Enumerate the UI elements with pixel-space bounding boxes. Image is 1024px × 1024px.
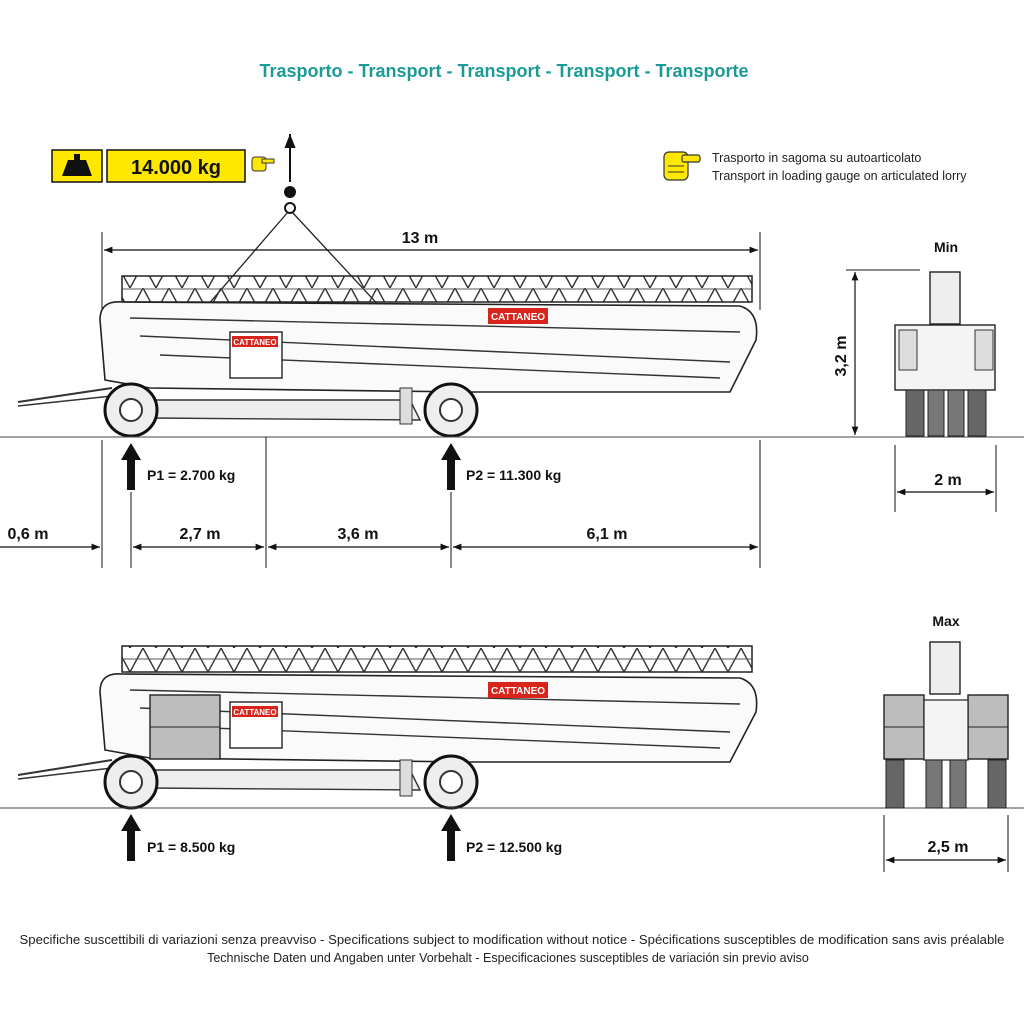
transport-note: Trasporto in sagoma su autoarticolato Tr… [663,151,967,183]
brand-logo: CATTANEO [491,686,545,697]
page-title: Trasporto - Transport - Transport - Tran… [259,61,748,81]
note-line-2: Transport in loading gauge on articulate… [712,169,967,183]
crane-body: CATTANEO CATTANEO [17,275,758,438]
brand-logo: CATTANEO [491,312,545,323]
crane-side-view-min: 13 m CATTANEO CATTANEO [0,134,1024,568]
brand-logo-small: CATTANEO [233,708,276,717]
segment-dimensions: 0,6 m 2,7 m 3,6 m 6,1 m [0,437,761,568]
front-view-min: Min 3,2 m 2 m [833,239,997,512]
brand-logo-small: CATTANEO [233,338,276,347]
p1-label: P1 = 2.700 kg [147,467,235,483]
note-line-1: Trasporto in sagoma su autoarticolato [712,151,921,165]
front-view-max: Max 2,5 m [883,613,1009,872]
p2-load-arrow: P2 = 12.500 kg [441,814,562,861]
p2-label: P2 = 11.300 kg [466,467,561,483]
weight-value: 14.000 kg [131,157,221,179]
crane-body: CATTANEO CATTANEO [17,645,758,810]
segment-2-7: 2,7 m [180,526,221,543]
segment-0-6: 0,6 m [8,526,49,543]
crane-side-view-max: CATTANEO CATTANEO P1 = 8.500 kg P2 = 12.… [0,645,1024,861]
pointing-hand-icon [663,151,701,181]
pointing-hand-icon [251,156,275,172]
weight-badge: 14.000 kg [51,149,275,183]
min-label: Min [934,239,958,255]
p1-label: P1 = 8.500 kg [147,839,235,855]
footer-line-2: Technische Daten und Angaben unter Vorbe… [207,951,809,965]
footer-line-1: Specifiche suscettibili di variazioni se… [20,933,1005,947]
overall-length-label: 13 m [402,230,438,247]
p1-load-arrow: P1 = 2.700 kg [121,443,235,490]
p2-load-arrow: P2 = 11.300 kg [441,443,561,490]
min-width-label: 2 m [934,472,962,489]
segment-6-1: 6,1 m [587,526,628,543]
min-height-label: 3,2 m [833,336,850,377]
p2-label: P2 = 12.500 kg [466,839,562,855]
segment-3-6: 3,6 m [338,526,379,543]
p1-load-arrow: P1 = 8.500 kg [121,814,235,861]
max-width-label: 2,5 m [928,839,969,856]
max-label: Max [932,613,959,629]
